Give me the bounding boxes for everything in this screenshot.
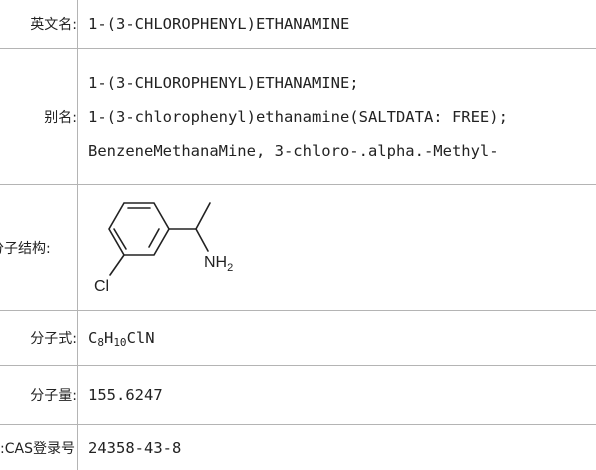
english-name-label: 英文名: (0, 0, 78, 48)
cas-row: CAS登录号: 24358-43-8 (0, 425, 596, 470)
weight-label: 分子量: (0, 366, 78, 424)
cas-label: CAS登录号: (0, 425, 78, 470)
structure-value-cell: NH2 Cl (88, 185, 596, 310)
aliases-row: 别名: 1-(3-CHLOROPHENYL)ETHANAMINE; 1-(3-c… (0, 49, 596, 185)
aliases-value-cell: 1-(3-CHLOROPHENYL)ETHANAMINE; 1-(3-chlor… (88, 49, 596, 184)
benzene-ring (108, 202, 170, 256)
alias-item: 1-(3-CHLOROPHENYL)ETHANAMINE; (88, 73, 359, 92)
formula-label: 分子式: (0, 311, 78, 365)
structure-row: 分子结构: (0, 185, 596, 311)
cl-atom-label: Cl (94, 278, 109, 295)
nh2-atom-label: NH2 (204, 254, 233, 274)
structure-image: NH2 Cl (88, 191, 263, 305)
weight-value: 155.6247 (88, 386, 163, 404)
ring-double-bond (148, 228, 160, 248)
alias-item: BenzeneMethanaMine, 3-chloro-.alpha.-Met… (88, 141, 499, 160)
cas-value: 24358-43-8 (88, 438, 182, 457)
aliases-label: 别名: (0, 49, 78, 184)
formula-row: 分子式: C8H10ClN (0, 311, 596, 366)
chloro-bond (109, 254, 125, 276)
english-name-value-cell: 1-(3-CHLOROPHENYL)ETHANAMINE (88, 0, 596, 48)
molecule-structure-drawing: NH2 Cl (94, 202, 233, 295)
weight-value-cell: 155.6247 (88, 366, 596, 424)
english-name-row: 英文名: 1-(3-CHLOROPHENYL)ETHANAMINE (0, 0, 596, 49)
amine-bond (195, 228, 209, 252)
formula-value: C8H10ClN (88, 329, 155, 349)
alias-item: 1-(3-chlorophenyl)ethanamine(SALTDATA: F… (88, 107, 508, 126)
formula-value-cell: C8H10ClN (88, 311, 596, 365)
weight-row: 分子量: 155.6247 (0, 366, 596, 425)
ring-double-bond (113, 228, 127, 250)
structure-label: 分子结构: (0, 185, 78, 310)
methyl-bond (195, 202, 211, 230)
english-name-value: 1-(3-CHLOROPHENYL)ETHANAMINE (88, 15, 350, 33)
cas-value-cell: 24358-43-8 (88, 425, 596, 470)
